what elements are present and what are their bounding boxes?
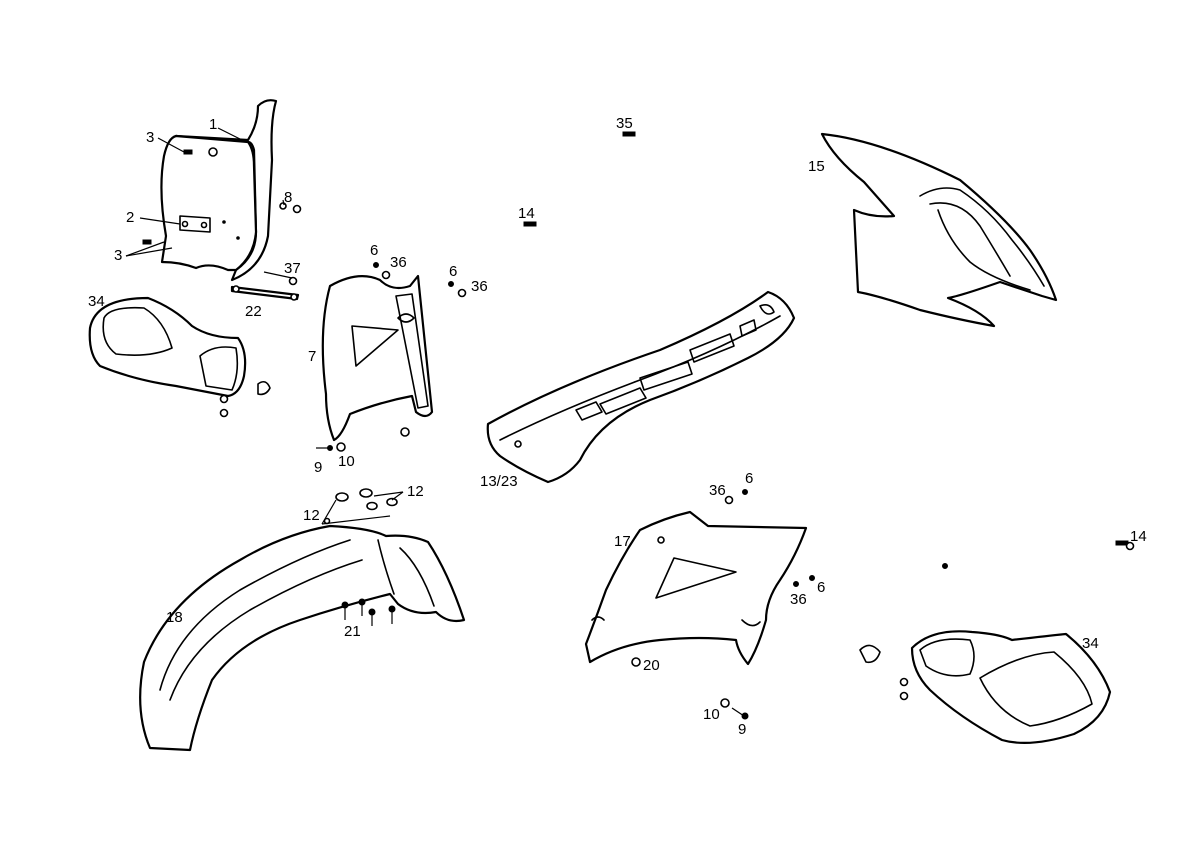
callout-8: 8	[284, 189, 292, 206]
callout-7: 7	[308, 348, 316, 365]
callout-3-top: 3	[146, 129, 154, 146]
callout-22: 22	[245, 303, 262, 320]
callout-34-left: 34	[88, 293, 105, 310]
callout-3-bottom: 3	[114, 247, 122, 264]
rear-side-panel-part	[820, 132, 1058, 328]
callout-35: 35	[616, 115, 633, 132]
hand-guard-left-part	[88, 296, 271, 418]
callout-2: 2	[126, 209, 134, 226]
callout-17: 17	[614, 533, 631, 550]
callout-20: 20	[643, 657, 660, 674]
callout-18: 18	[166, 609, 183, 626]
callout-36-d: 36	[790, 591, 807, 608]
callout-36-a: 36	[390, 254, 407, 271]
leader-lines	[125, 127, 404, 525]
loose-hardware	[316, 131, 1135, 720]
callout-9-a: 9	[314, 459, 322, 476]
hand-guard-right-part	[859, 630, 1112, 744]
callout-6-b: 6	[449, 263, 457, 280]
callout-10-a: 10	[338, 453, 355, 470]
callout-14-top: 14	[518, 205, 535, 222]
callout-10-b: 10	[703, 706, 720, 723]
front-fender-part	[139, 524, 466, 752]
radiator-shroud-right-part	[584, 510, 808, 666]
callout-14-right: 14	[1130, 528, 1147, 545]
callout-15: 15	[808, 158, 825, 175]
seat-part	[486, 290, 796, 484]
callout-12-right: 12	[407, 483, 424, 500]
callout-37: 37	[284, 260, 301, 277]
callout-12-left: 12	[303, 507, 320, 524]
fender-hardware	[323, 488, 398, 626]
callout-13-23: 13/23	[480, 473, 518, 490]
callout-34-right: 34	[1082, 635, 1099, 652]
callout-6-a: 6	[370, 242, 378, 259]
callout-21: 21	[344, 623, 361, 640]
callout-labels: 1 2 3 3 8 37 22 34 6 36 6 36 7 9 10 35 1…	[88, 115, 1147, 738]
strap-part	[230, 285, 300, 301]
callout-9-b: 9	[738, 721, 746, 738]
plate-hardware	[142, 149, 302, 286]
number-plate-part	[160, 99, 278, 282]
callout-6-c: 6	[745, 470, 753, 487]
callout-36-c: 36	[709, 482, 726, 499]
callout-36-b: 36	[471, 278, 488, 295]
radiator-shroud-left-part	[321, 274, 434, 442]
callout-6-d: 6	[817, 579, 825, 596]
callout-1: 1	[209, 116, 217, 133]
